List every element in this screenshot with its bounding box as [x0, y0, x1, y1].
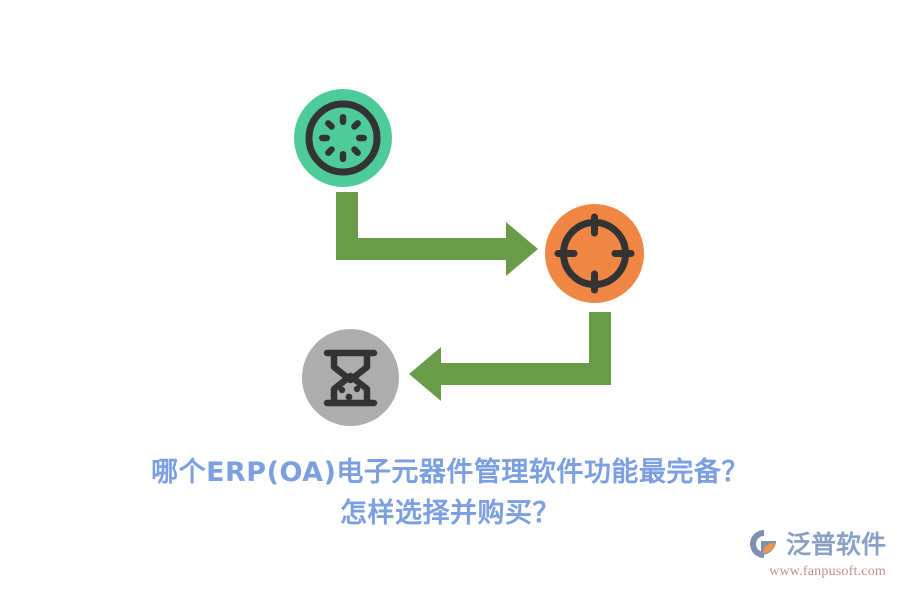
- elbow-arrow-left-icon: [409, 312, 611, 401]
- caption-line-2: 怎样选择并购买？: [340, 498, 560, 529]
- node-target: [545, 204, 644, 303]
- node-spinner: [294, 89, 392, 187]
- crosshair-target-icon: [545, 204, 644, 303]
- caption-block: 哪个ERP(OA)电子元器件管理软件功能最完备？ 怎样选择并购买？: [0, 452, 900, 534]
- node-hourglass: [302, 329, 399, 426]
- caption-line-1: 哪个ERP(OA)电子元器件管理软件功能最完备？: [151, 457, 749, 488]
- logo-url-text: www.fanpusoft.com: [769, 564, 886, 579]
- arrow-target-to-hourglass: [405, 312, 617, 409]
- spinner-icon: [294, 89, 392, 187]
- logo-row: 泛普软件: [748, 526, 886, 562]
- elbow-arrow-right-icon: [336, 192, 538, 276]
- logo-brand-text: 泛普软件: [786, 529, 887, 559]
- hourglass-icon: [302, 329, 399, 426]
- watermark-logo: 泛普软件 www.fanpusoft.com: [748, 526, 886, 588]
- fanpu-logo-mark-icon: [750, 530, 776, 558]
- arrow-spinner-to-target: [330, 192, 542, 282]
